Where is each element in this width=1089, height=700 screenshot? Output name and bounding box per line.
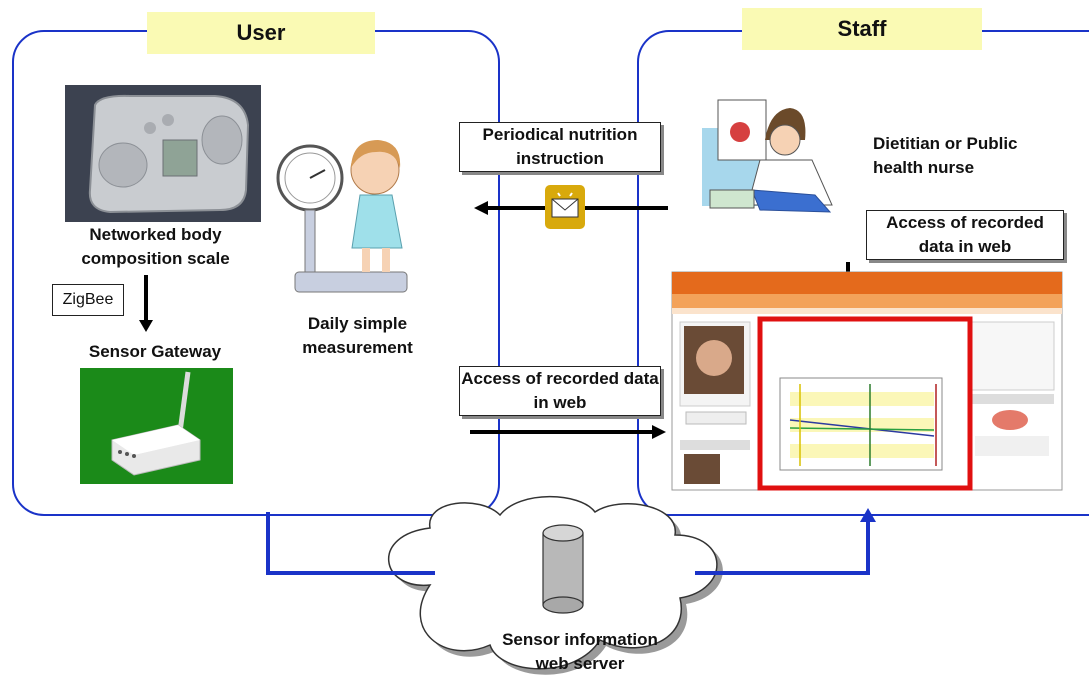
web-page-screenshot xyxy=(671,271,1063,491)
mail-icon xyxy=(545,185,585,229)
measurement-label: Daily simple measurement xyxy=(302,314,413,357)
staff-title: Staff xyxy=(742,8,982,50)
zigbee-label: ZigBee xyxy=(52,284,124,316)
role-label: Dietitian or Public health nurse xyxy=(873,134,1018,177)
database-icon xyxy=(542,524,584,614)
dietitian-illustration xyxy=(702,99,833,213)
staff-access-box: Access of recorded data in web xyxy=(866,210,1064,260)
instruction-box: Periodical nutrition instruction xyxy=(459,122,661,172)
highlight-frame xyxy=(757,316,973,491)
body-scale-photo xyxy=(65,85,261,222)
user-title: User xyxy=(147,12,375,54)
middle-access-box: Access of recorded data in web xyxy=(459,366,661,416)
girl-on-scale-illustration xyxy=(276,140,408,293)
server-label: Sensor information web server xyxy=(502,630,658,673)
scale-label: Networked body composition scale xyxy=(81,225,230,268)
gateway-label: Sensor Gateway xyxy=(88,342,222,361)
sensor-gateway-photo xyxy=(80,368,233,484)
server-connector xyxy=(266,508,876,575)
